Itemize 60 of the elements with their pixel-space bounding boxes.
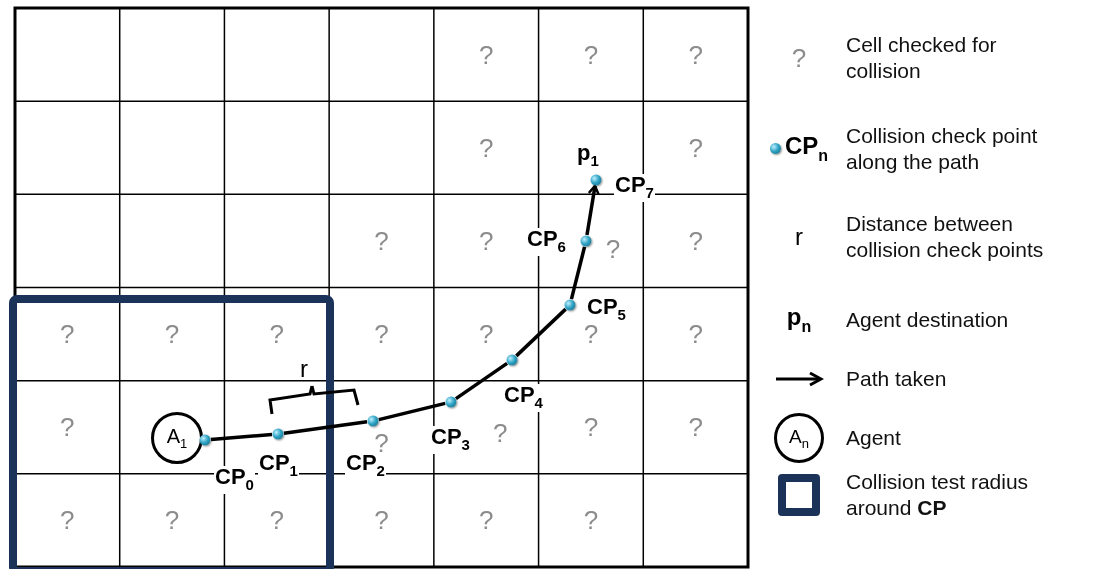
- question-mark: ?: [60, 507, 75, 534]
- point-label: CP$_{4}$: [503, 384, 544, 412]
- question-mark: ?: [478, 507, 494, 534]
- check-point: [580, 235, 592, 247]
- legend-text: Path taken: [846, 366, 947, 392]
- question-mark: ?: [688, 414, 703, 441]
- question-mark: ?: [269, 507, 284, 534]
- legend-symbol: A$_{n}$: [789, 426, 809, 450]
- check-point: [199, 434, 211, 446]
- question-mark: ?: [60, 414, 75, 441]
- question-mark: ?: [164, 321, 180, 348]
- question-mark: ?: [583, 507, 599, 534]
- path-segment: [378, 401, 446, 422]
- agent-label: A$_{1}$: [166, 426, 188, 450]
- path-segment: [283, 420, 368, 435]
- check-point: [367, 415, 379, 427]
- question-mark: ?: [583, 414, 599, 441]
- point-label: CP$_{0}$: [214, 466, 255, 494]
- question-mark: ?: [374, 227, 389, 254]
- question-mark: ?: [478, 134, 494, 161]
- point-label: CP$_{6}$: [526, 228, 567, 256]
- legend-text: Collision test radius around CP: [846, 469, 1030, 521]
- question-mark: ?: [688, 41, 703, 68]
- question-mark: ?: [478, 321, 494, 348]
- path-segment: [210, 432, 273, 442]
- check-point: [590, 174, 602, 186]
- path-segment: [454, 361, 509, 401]
- check-point: [445, 396, 457, 408]
- question-mark: ?: [492, 420, 508, 447]
- question-mark: ?: [269, 321, 284, 348]
- path-segment: [585, 184, 600, 236]
- path-segment: [515, 307, 567, 358]
- check-point: [272, 428, 284, 440]
- legend-text: Cell checked for collision: [846, 32, 998, 84]
- question-mark: ?: [688, 134, 703, 161]
- check-point: [506, 354, 518, 366]
- distance-label: r: [300, 357, 308, 381]
- question-mark: ?: [478, 41, 494, 68]
- question-mark: ?: [478, 227, 494, 254]
- legend-symbol: p$_{n}$: [786, 305, 812, 335]
- question-mark: ?: [374, 507, 389, 534]
- question-mark: ?: [583, 321, 599, 348]
- legend-text: Agent destination: [846, 307, 1009, 333]
- legend-text: Collision check point along the path: [846, 123, 1039, 175]
- point-label: CP$_{3}$: [430, 426, 471, 454]
- question-mark: ?: [164, 507, 180, 534]
- question-mark: ?: [688, 227, 703, 254]
- legend-text: Distance between collision check points: [846, 211, 1045, 263]
- question-mark: ?: [60, 321, 75, 348]
- legend-symbol: ?: [791, 44, 807, 71]
- question-mark: ?: [374, 321, 389, 348]
- legend-symbol: r: [795, 224, 803, 249]
- point-label: CP$_{7}$: [614, 174, 655, 202]
- check-point: [564, 299, 576, 311]
- question-mark: ?: [605, 235, 621, 262]
- path-segment: [569, 246, 587, 300]
- legend-symbol: CP$_{n}$: [784, 133, 829, 164]
- question-mark: ?: [688, 321, 703, 348]
- question-mark: ?: [583, 41, 599, 68]
- legend-text: Agent: [846, 425, 901, 451]
